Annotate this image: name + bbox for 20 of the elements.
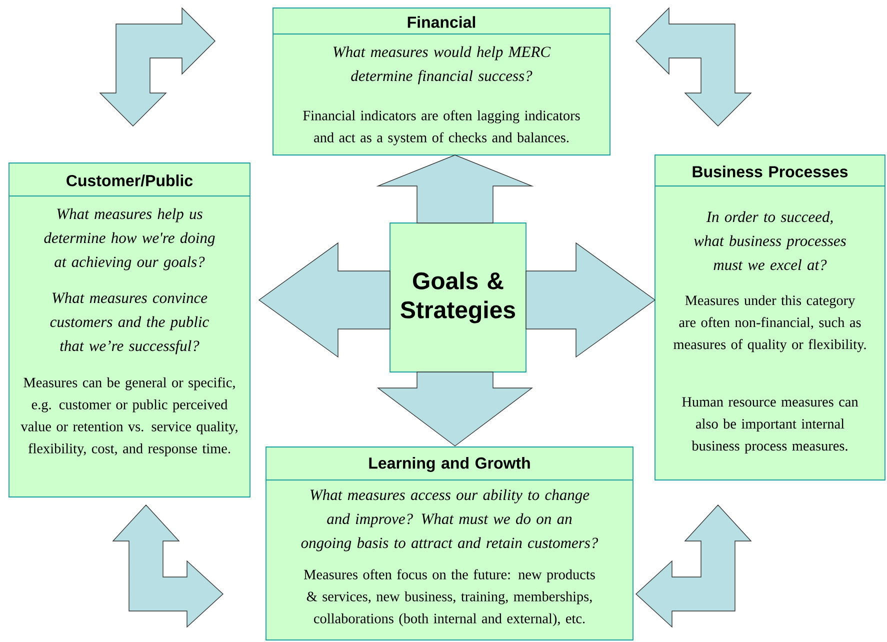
question-text: In order to succeed, what business processes must we excel at? [694,211,846,270]
description-text: Measures often focus on the future: new products & services, new business, training, memberships, collaborations (both internal and external), etc. [304,569,595,626]
box-heading: Financial [408,16,476,28]
block-arrow [258,242,390,358]
box-heading: Customer/Public [66,174,193,186]
block-arrow [526,242,656,358]
description-text: Measures under this category are often non-financial, such as measures of quality or flexibility. [674,295,866,352]
description-text: Measures can be general or specific, e.g. customer or public perceived value or retention vs. service quality, flexibility, cost, and response time. [20,377,238,456]
question-text: What measures access our ability to change and improve? What must we do on an ongoing basis to attract and retain customers? [301,489,598,552]
block-arrow [376,154,534,224]
description-text: Financial indicators are often lagging indicators and act as a system of checks and balances. [303,110,580,146]
question-text: What measures convince customers and the public that we’re successful? [50,292,209,354]
description-text: Human resource measures can also be important internal business process measures. [682,397,858,454]
box-heading: Business Processes [692,166,848,178]
block-arrow [112,504,224,628]
question-text: What measures would help MERC determine financial success? [333,46,551,84]
block-arrow [376,372,534,446]
box-title: Goals & Strategies [400,272,516,324]
box-heading: Learning and Growth [369,457,530,472]
question-text: What measures help us determine how we're doing at achieving our goals? [44,208,215,270]
